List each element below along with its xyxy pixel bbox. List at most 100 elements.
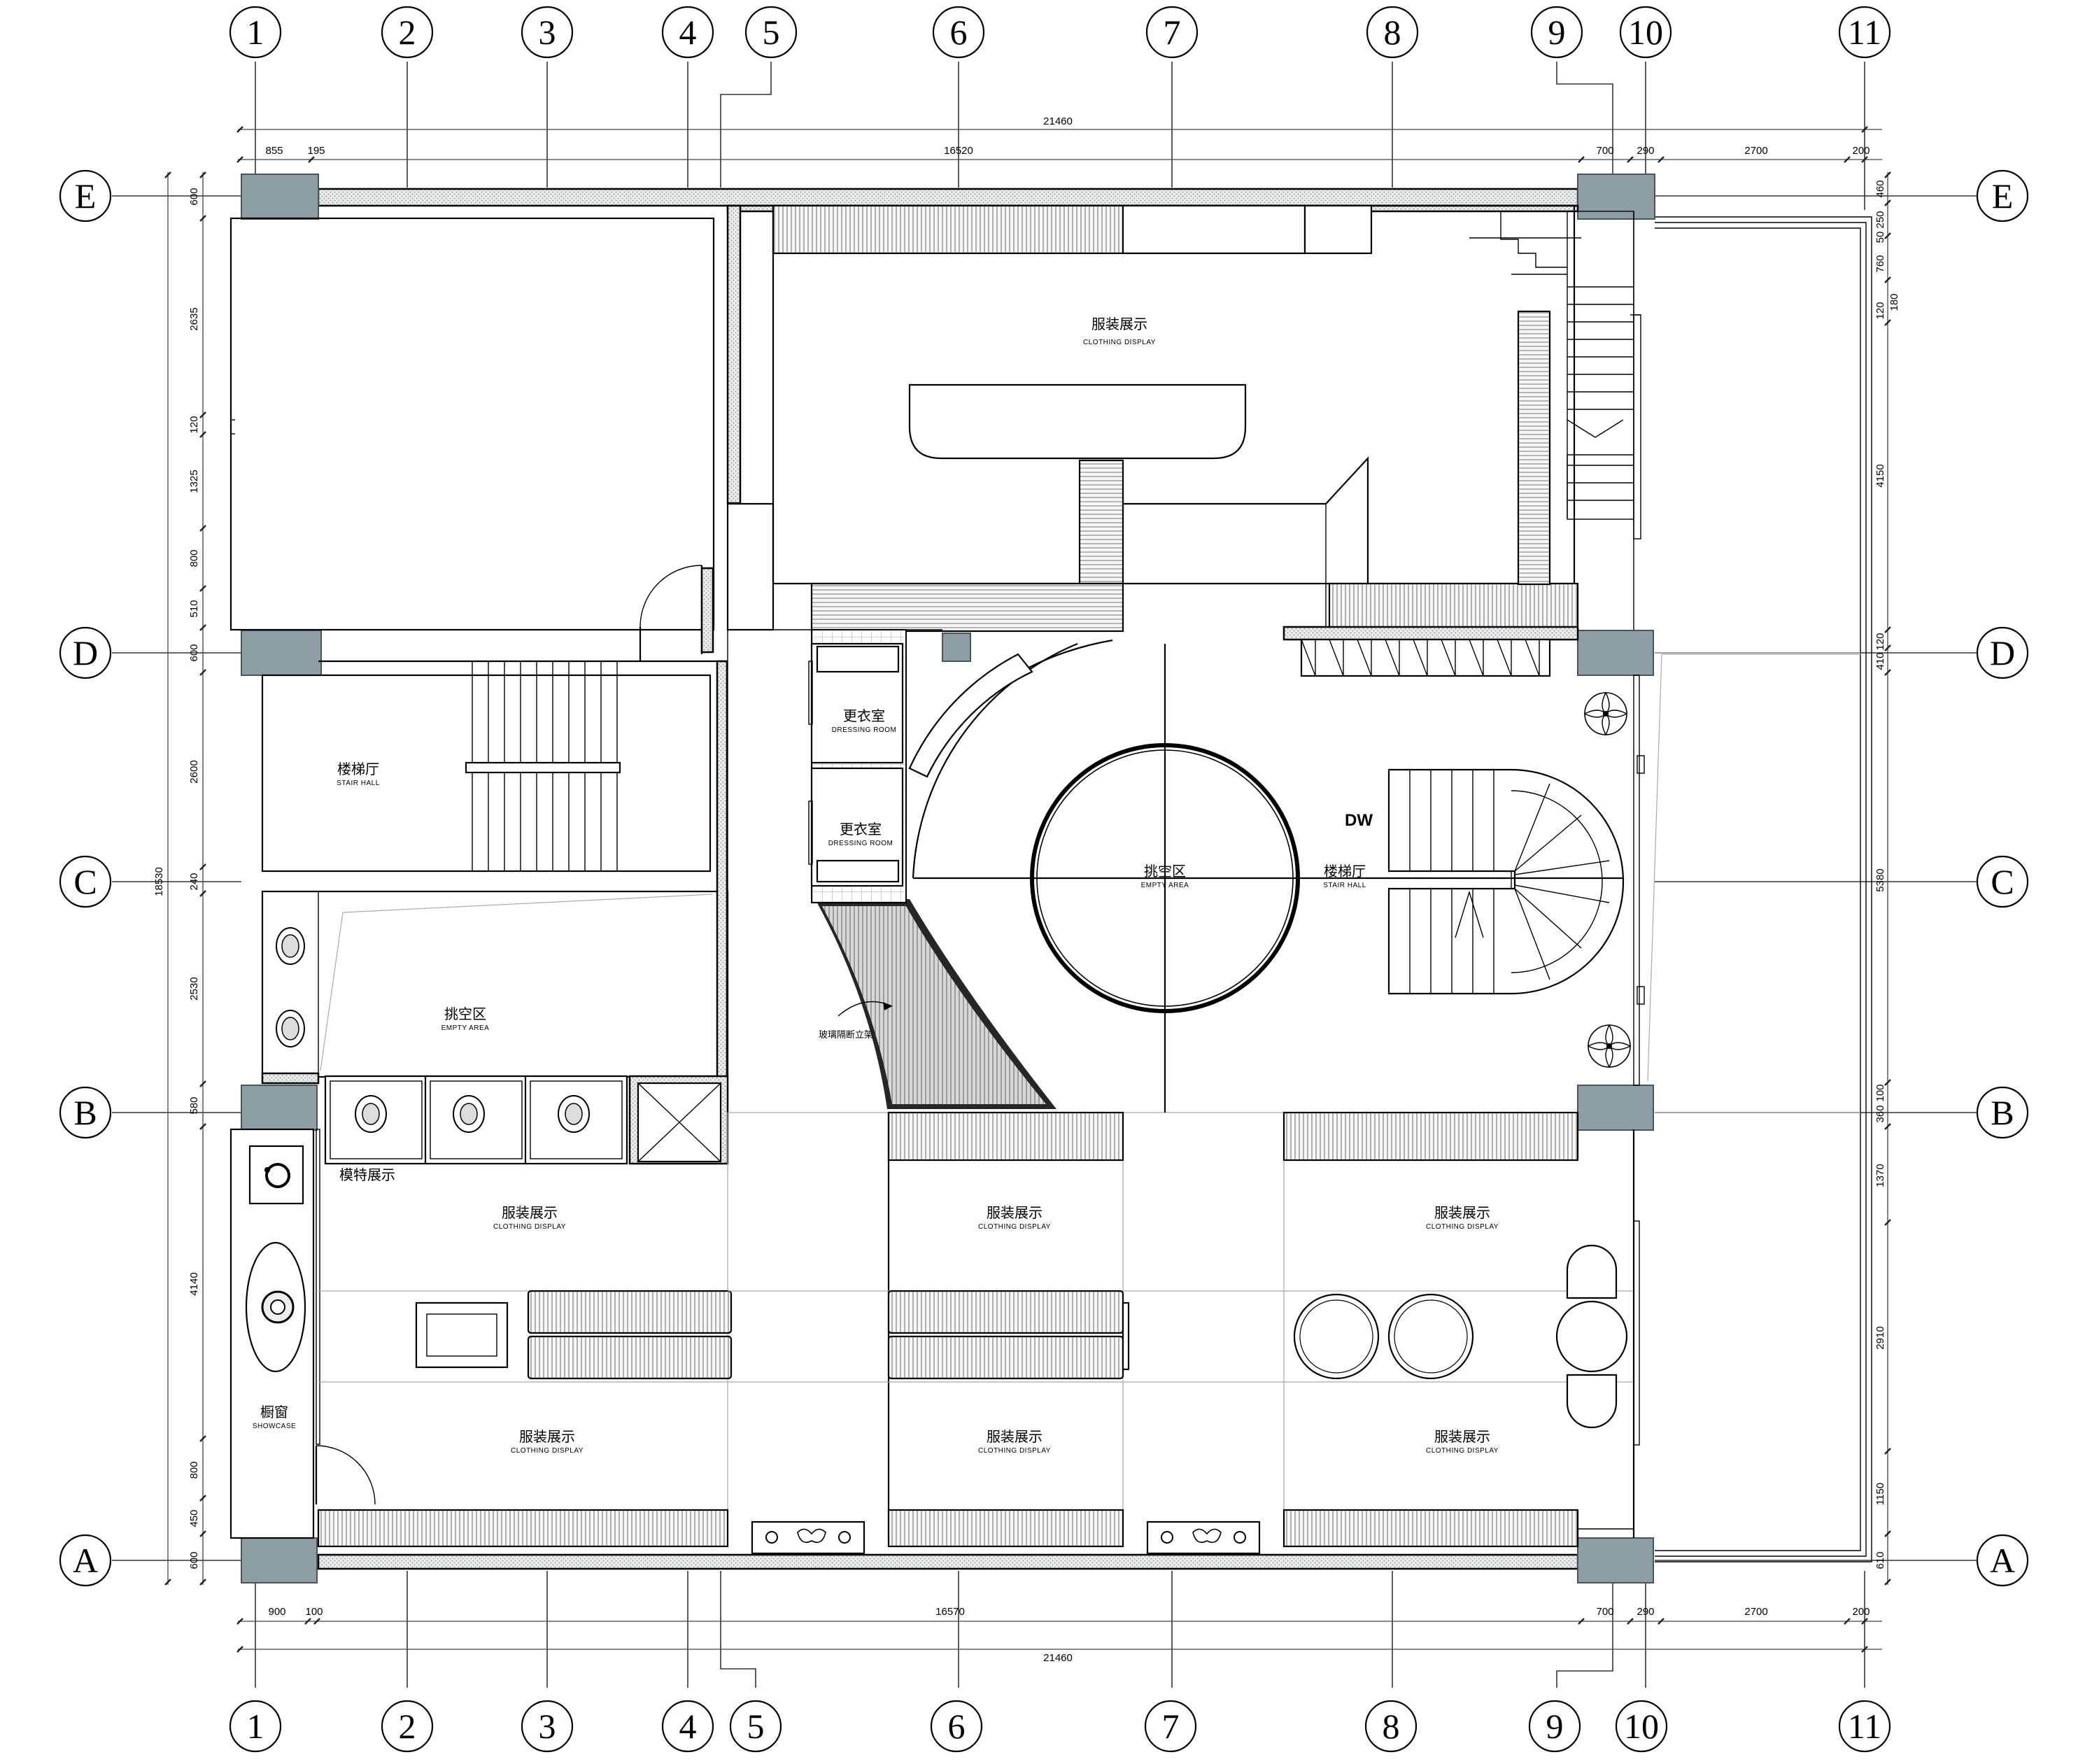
grid-label: 4 <box>679 13 697 52</box>
room-label-en: DRESSING ROOM <box>828 840 893 847</box>
grid-bubble: C <box>1976 855 2029 908</box>
grid-label: 3 <box>539 13 556 52</box>
grid-label: 11 <box>1848 1707 1881 1746</box>
grid-label: E <box>75 176 97 216</box>
dim-seg: 2600 <box>188 760 200 783</box>
glass-partition <box>815 899 1056 1109</box>
room-label-cn: 服装展示 <box>502 1204 558 1221</box>
grid-bubble: 8 <box>1364 1700 1418 1753</box>
model-display-row: 模特展示 <box>324 1075 729 1183</box>
dim-seg: 5380 <box>1874 868 1886 891</box>
room-label-en: STAIR HALL <box>337 779 380 787</box>
dim-seg: 600 <box>188 188 200 205</box>
grid-bubble: 1 <box>229 1700 282 1753</box>
dim-seg: 1150 <box>1874 1483 1886 1505</box>
showcase-window: 橱窗 SHOWCASE <box>229 1128 376 1539</box>
grid-bubble: 3 <box>521 1700 574 1753</box>
dim-seg: 200 <box>1852 1606 1870 1618</box>
dim-seg: 800 <box>188 1461 200 1479</box>
grid-bubble: 9 <box>1530 6 1583 59</box>
grid-bubble: 4 <box>661 6 714 59</box>
mannequin-icon <box>558 1095 590 1133</box>
grid-bubble: 7 <box>1144 1700 1197 1753</box>
stair-hall-left: 楼梯厅 STAIR HALL <box>261 660 728 873</box>
grid-label: 10 <box>1628 13 1663 52</box>
column <box>1577 1085 1654 1131</box>
left-empty-area: 挑空区 EMPTY AREA <box>261 660 729 1085</box>
dimensions-right: 460 250 50 760 120 180 4150 120 410 5380… <box>1874 171 1900 1586</box>
grid-bubble: 7 <box>1145 6 1199 59</box>
grid-bubble: 5 <box>744 6 798 59</box>
grid-bubble: 8 <box>1366 6 1419 59</box>
grid-label: 5 <box>747 1707 765 1746</box>
grid-label: 6 <box>948 1707 966 1746</box>
grid-bubbles-right: E D C B A <box>1976 169 2029 1587</box>
grid-bubble: 10 <box>1619 6 1672 59</box>
dim-seg: 510 <box>188 600 200 617</box>
grid-label: A <box>73 1541 98 1580</box>
room-label-cn: 服装展示 <box>987 1204 1043 1221</box>
room-label-en: STAIR HALL <box>1323 882 1366 889</box>
dim-seg: 760 <box>1874 255 1886 272</box>
room-label-cn: 服装展示 <box>1434 1428 1490 1445</box>
dim-seg: 2700 <box>1744 145 1767 157</box>
grid-label: 9 <box>1548 13 1566 52</box>
dim-seg: 290 <box>1637 145 1654 157</box>
upper-clothing-display: 服装展示 CLOTHING DISPLAY <box>726 204 1579 677</box>
dim-seg: 800 <box>188 549 200 567</box>
dim-seg: 460 <box>1874 180 1886 197</box>
grid-label: C <box>1991 862 2014 901</box>
column <box>241 630 322 676</box>
dimensions-bottom: 900 100 16570 700 290 2700 200 21460 <box>236 1606 1882 1664</box>
room-label-en: EMPTY AREA <box>441 1024 490 1032</box>
grid-label: 11 <box>1848 13 1881 52</box>
room-label-en: CLOTHING DISPLAY <box>1426 1447 1499 1455</box>
grid-bubble: 4 <box>661 1700 714 1753</box>
grid-bubble: 11 <box>1838 6 1891 59</box>
left-upper-room <box>229 217 715 661</box>
room-label-cn: 服装展示 <box>1434 1204 1490 1221</box>
dw-label: DW <box>1345 811 1373 830</box>
counter-unit <box>1146 1520 1261 1555</box>
dim-seg: 4140 <box>188 1272 200 1295</box>
dim-seg: 2635 <box>188 307 200 330</box>
dim-total: 21460 <box>1043 115 1073 127</box>
dim-seg: 195 <box>307 145 325 157</box>
room-label-cn: 楼梯厅 <box>1324 863 1366 880</box>
dim-seg: 180 <box>1888 293 1900 311</box>
grid-bubble: D <box>59 626 112 679</box>
grid-label: 3 <box>539 1707 556 1746</box>
exterior-walls <box>317 188 1872 1570</box>
room-label-en: CLOTHING DISPLAY <box>978 1223 1051 1231</box>
dim-seg: 200 <box>1852 145 1870 157</box>
glass-partition-label: 玻璃隔断立架 <box>819 1030 873 1040</box>
dim-seg: 120 <box>188 416 200 433</box>
model-display-label: 模特展示 <box>339 1166 395 1183</box>
grid-bubbles-top: 1 2 3 4 5 6 7 8 9 10 11 <box>229 6 1891 59</box>
dim-seg: 2910 <box>1874 1326 1886 1349</box>
mannequin-icon <box>276 1010 305 1047</box>
column <box>241 1085 318 1131</box>
grid-bubble: E <box>1976 169 2029 223</box>
grid-label: 1 <box>247 13 264 52</box>
room-label-cn: 挑空区 <box>444 1006 486 1022</box>
room-label-en: EMPTY AREA <box>1141 882 1189 889</box>
grid-bubble: 9 <box>1528 1700 1581 1753</box>
dressing-rooms: 更衣室 DRESSING ROOM 更衣室 DRESSING ROOM <box>808 629 907 903</box>
dim-total: 21460 <box>1043 1652 1073 1664</box>
dim-total: 18530 <box>153 867 165 896</box>
grid-label: 7 <box>1162 1707 1180 1746</box>
grid-label: D <box>73 633 98 672</box>
grid-bubbles-left: E D C B A <box>59 169 112 1587</box>
grid-bubble: 10 <box>1615 1700 1668 1753</box>
mannequin-icon <box>355 1095 387 1133</box>
grid-label: 9 <box>1546 1707 1564 1746</box>
grid-lines <box>112 62 1977 1688</box>
grid-label: B <box>73 1093 97 1132</box>
dim-seg: 900 <box>268 1606 285 1618</box>
dim-seg: 120 <box>1874 302 1886 319</box>
dim-seg: 2700 <box>1744 1606 1767 1618</box>
dim-seg: 600 <box>188 644 200 661</box>
room-label-cn: 楼梯厅 <box>337 761 379 777</box>
